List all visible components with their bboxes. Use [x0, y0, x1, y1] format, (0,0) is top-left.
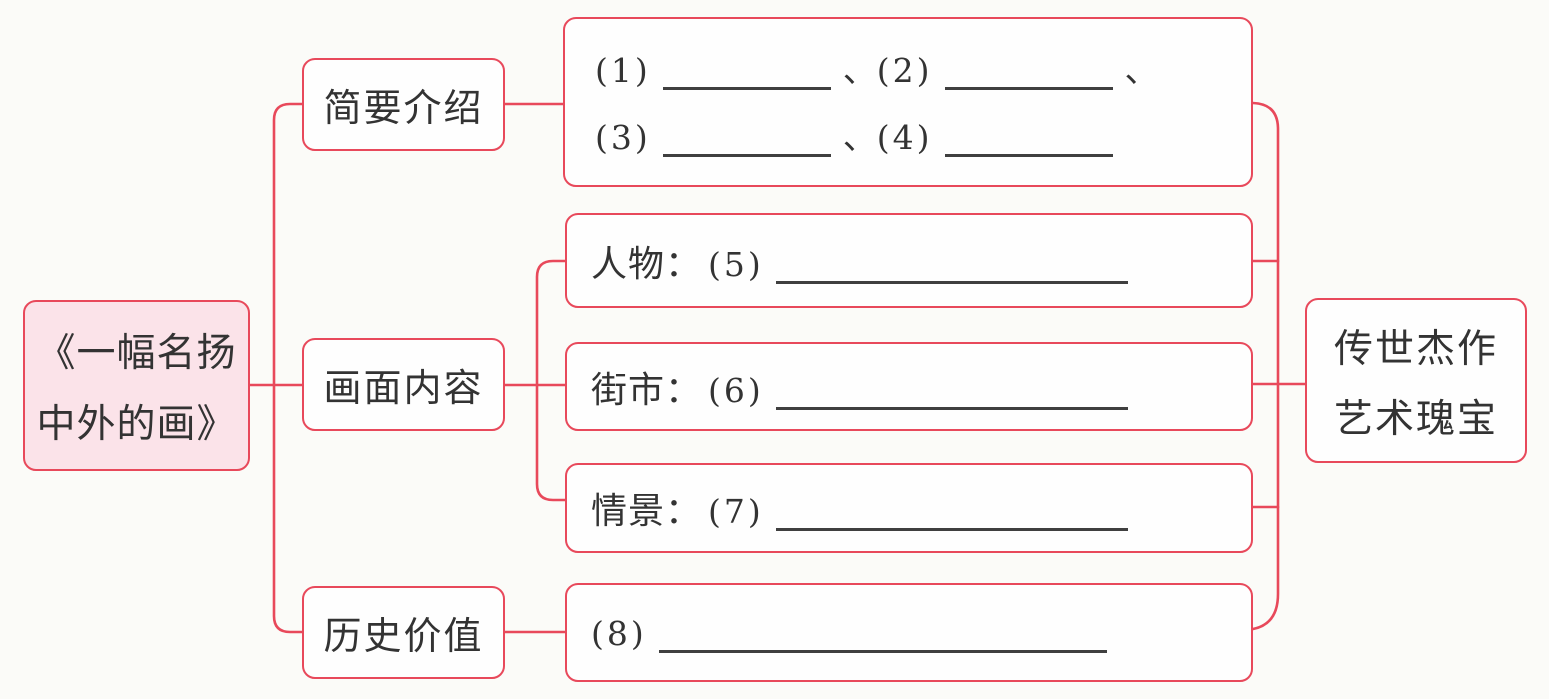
- street-line: 街市：(6): [591, 361, 1130, 413]
- detail-history-box: (8): [565, 583, 1253, 682]
- connector-middle-bracket: [535, 259, 567, 502]
- brief-line-2: (3) 、(4): [595, 110, 1115, 159]
- item-4-label: (4): [876, 118, 933, 157]
- blank-6: [775, 398, 1128, 410]
- branch-brief-intro: 简要介绍: [302, 58, 505, 151]
- root-title-line-2: 中外的画》: [36, 403, 237, 446]
- root-title-line-1: 《一幅名扬: [36, 332, 237, 375]
- brief-line-1: (1)、(2)、: [595, 43, 1159, 92]
- item-7-label: (7): [708, 492, 764, 531]
- blank-2: [944, 78, 1113, 90]
- conclusion-line-1: 传世杰作: [1333, 327, 1498, 371]
- branch-historical-value: 历史价值: [302, 586, 505, 679]
- detail-figures-box: 人物：(5): [565, 213, 1253, 308]
- item-6-label: (6): [708, 370, 764, 410]
- blank-8: [658, 641, 1107, 653]
- blank-1: [662, 78, 831, 90]
- enum-comma: 、: [842, 52, 877, 90]
- item-8-label: (8): [591, 613, 647, 653]
- branch-content-label: 画面内容: [323, 368, 484, 410]
- root-node: 《一幅名扬 中外的画》: [23, 300, 250, 471]
- enum-comma: 、: [1124, 52, 1159, 90]
- connector-left-bracket: [272, 102, 304, 634]
- item-5-label: (5): [708, 244, 764, 284]
- detail-brief-box: (1)、(2)、 (3)、(4): [563, 17, 1253, 187]
- enum-comma: 、: [842, 119, 877, 157]
- item-1-label: (1): [595, 51, 651, 90]
- branch-history-label: 历史价值: [323, 616, 484, 658]
- history-line: (8): [591, 612, 1109, 654]
- detail-street-box: 街市：(6): [565, 342, 1253, 431]
- conclusion-line-2: 艺术瑰宝: [1333, 397, 1498, 441]
- scene-label: 情景：: [591, 490, 703, 531]
- detail-scene-box: 情景：(7): [565, 463, 1253, 553]
- conclusion-node: 传世杰作 艺术瑰宝: [1305, 298, 1527, 463]
- item-2-label: (2): [876, 51, 933, 90]
- connector-right-bracket: [1251, 101, 1280, 631]
- blank-3: [662, 145, 831, 157]
- branch-picture-content: 画面内容: [302, 338, 505, 431]
- branch-brief-label: 简要介绍: [323, 88, 484, 130]
- figures-line: 人物：(5): [591, 235, 1130, 287]
- scene-line: 情景：(7): [591, 482, 1130, 534]
- blank-4: [944, 145, 1113, 157]
- item-3-label: (3): [595, 118, 651, 157]
- figures-label: 人物：: [591, 242, 703, 284]
- street-label: 街市：: [591, 368, 703, 410]
- blank-5: [775, 272, 1128, 284]
- blank-7: [775, 519, 1128, 531]
